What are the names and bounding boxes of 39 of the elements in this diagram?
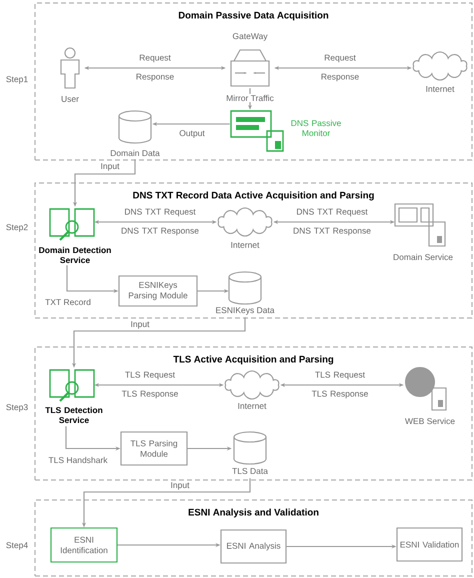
process-box: ESNI Validation — [396, 527, 463, 562]
step-label: Step4 — [6, 542, 28, 550]
edge-label: TLS Request TLS Response — [122, 372, 178, 398]
icon-label: Domain Service — [394, 254, 453, 260]
edge-label: Input — [101, 163, 120, 171]
icon-label: Internet — [426, 86, 454, 92]
icon-label: Domain Data — [110, 150, 160, 156]
panel-title: DNS TXT Record Data Active Acquisition and Parsing — [133, 192, 374, 200]
icon-label: TLS Detection Service — [45, 406, 102, 424]
edge-label: TLS Handshark — [48, 456, 108, 464]
icon-label: TLS Data — [232, 468, 268, 474]
edge-label: TLS Request TLS Response — [312, 372, 368, 398]
edge-label: Mirror Traffic — [225, 94, 275, 102]
edge-label: DNS TXT Request DNS TXT Response — [122, 208, 199, 236]
icon-label: User — [62, 96, 79, 102]
process-box: ESNI Analysis — [220, 529, 287, 564]
edge-label: Output — [180, 130, 205, 138]
step-label: Step2 — [6, 224, 28, 232]
panel-title: TLS Active Acquisition and Parsing — [173, 356, 334, 364]
edge-label: Input — [131, 321, 150, 329]
edge-label: Request Response — [322, 54, 359, 82]
process-box: TLS Parsing Module — [120, 431, 188, 466]
panel-title: Domain Passive Data Acquisition — [178, 12, 328, 20]
process-box: ESNIKeys Parsing Module — [118, 275, 198, 307]
step-label: Step3 — [6, 404, 28, 412]
icon-label: DNS Passive Monitor — [291, 120, 341, 136]
icon-label: Internet — [231, 242, 260, 248]
edge-label: DNS TXT Request DNS TXT Response — [294, 208, 371, 236]
icon-label: ESNIKeys Data — [216, 307, 274, 315]
process-box: ESNI Identification — [50, 527, 118, 563]
panel-title: ESNI Analysis and Validation — [188, 508, 318, 518]
edge-label: Input — [171, 482, 190, 490]
icon-label: Internet — [238, 403, 266, 409]
step-label: Step1 — [6, 76, 28, 84]
icon-label: WEB Service — [405, 418, 455, 424]
icon-label: Domain Detection Service — [39, 246, 111, 264]
edge-label: Request Response — [136, 54, 174, 82]
edge-label: TXT Record — [45, 298, 90, 306]
icon-label: GateWay — [232, 33, 268, 41]
